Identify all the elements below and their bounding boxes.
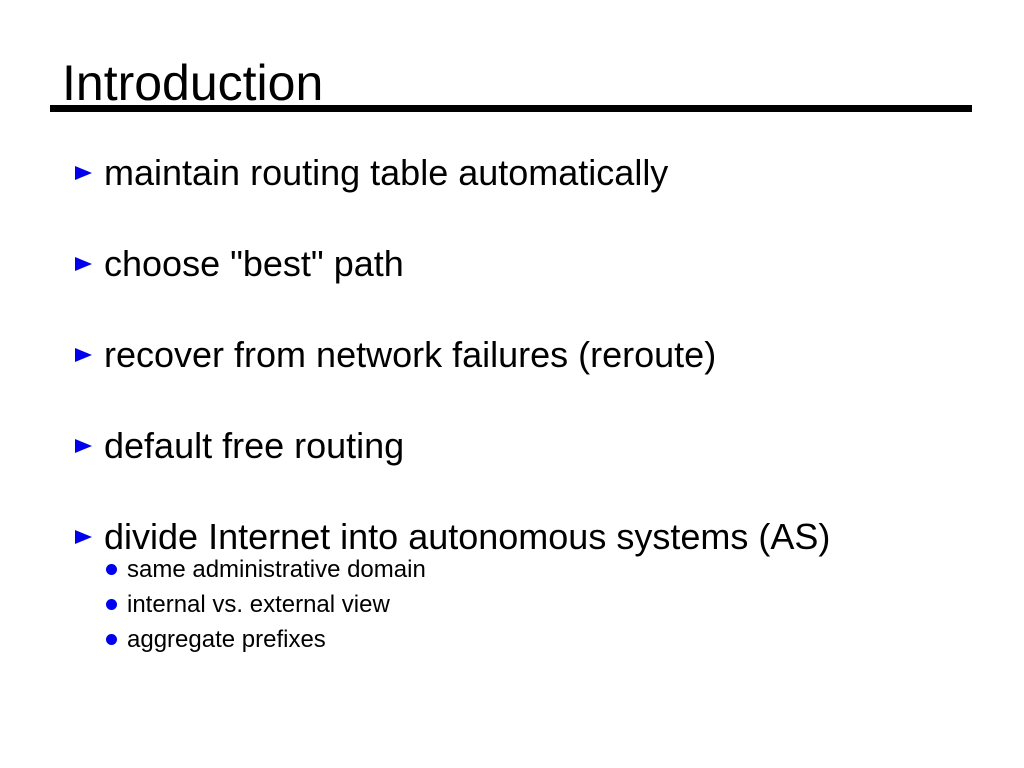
sub-bullet-text: internal vs. external view	[127, 591, 390, 618]
bullet-item: divide Internet into autonomous systems …	[75, 516, 975, 657]
disc-bullet-icon	[106, 634, 117, 645]
bullet-item: choose "best" path	[75, 243, 975, 285]
sub-bullet-text: aggregate prefixes	[127, 626, 326, 653]
triangle-bullet-icon	[75, 439, 92, 453]
triangle-bullet-icon	[75, 257, 92, 271]
disc-bullet-icon	[106, 564, 117, 575]
triangle-bullet-icon	[75, 166, 92, 180]
bullet-text: maintain routing table automatically	[104, 152, 669, 193]
triangle-bullet-icon	[75, 348, 92, 362]
sub-bullet-list: same administrative domain internal vs. …	[106, 552, 975, 657]
bullet-text: divide Internet into autonomous systems …	[104, 516, 831, 557]
bullet-row: recover from network failures (reroute)	[75, 334, 975, 376]
bullet-item: recover from network failures (reroute)	[75, 334, 975, 376]
bullet-row: divide Internet into autonomous systems …	[75, 516, 975, 558]
bullet-item: default free routing	[75, 425, 975, 467]
bullet-text: recover from network failures (reroute)	[104, 334, 717, 375]
bullet-row: default free routing	[75, 425, 975, 467]
sub-bullet-text: same administrative domain	[127, 556, 426, 583]
bullet-item: maintain routing table automatically	[75, 152, 975, 194]
bullet-row: choose "best" path	[75, 243, 975, 285]
sub-bullet-item: aggregate prefixes	[106, 622, 975, 657]
sub-bullet-item: same administrative domain	[106, 552, 975, 587]
bullet-list: maintain routing table automatically cho…	[75, 152, 975, 657]
bullet-text: choose "best" path	[104, 243, 404, 284]
sub-bullet-item: internal vs. external view	[106, 587, 975, 622]
title-underline-rule	[50, 105, 972, 112]
disc-bullet-icon	[106, 599, 117, 610]
bullet-text: default free routing	[104, 425, 405, 466]
slide-title: Introduction	[62, 55, 324, 111]
bullet-row: maintain routing table automatically	[75, 152, 975, 194]
triangle-bullet-icon	[75, 530, 92, 544]
